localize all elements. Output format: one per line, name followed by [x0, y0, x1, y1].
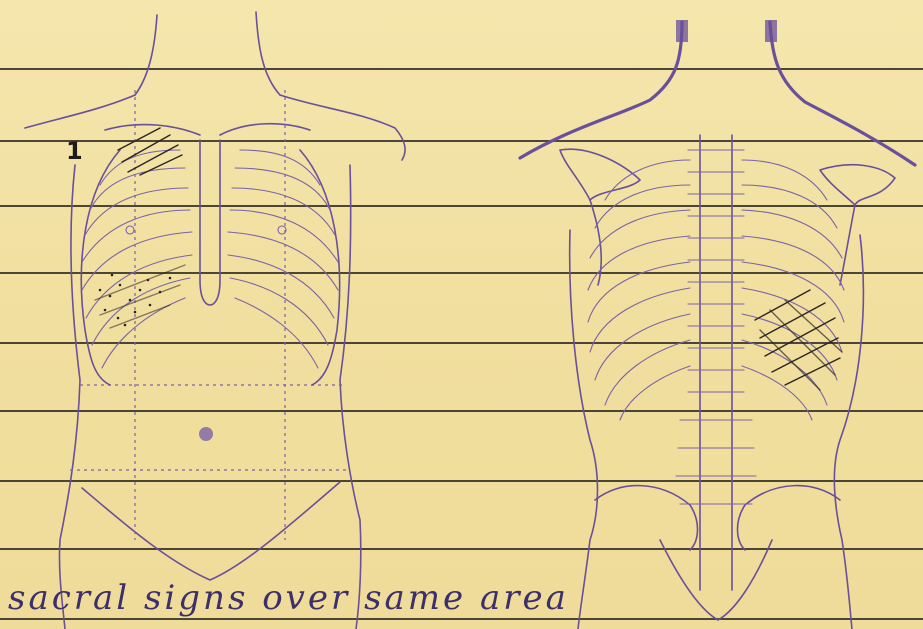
vertebrae [676, 150, 756, 504]
annotation-marker: 1 [66, 137, 83, 165]
handwritten-caption: sacral signs over same area [8, 578, 569, 618]
